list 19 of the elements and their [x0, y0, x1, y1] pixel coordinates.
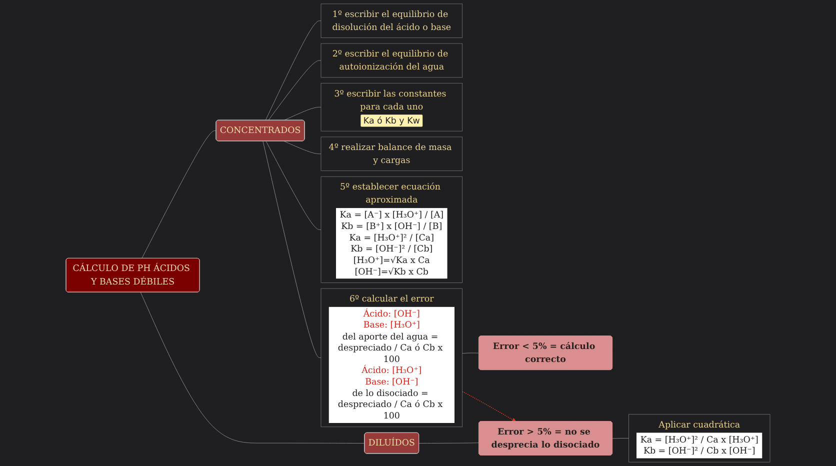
connector — [418, 442, 480, 444]
connector — [462, 352, 480, 354]
connector — [265, 20, 322, 121]
node-box: 5º establecer ecuación aproximada Ka = [A⁻] x [H₃O⁺] / [A] Kb = [B⁺] x [OH⁻] / [B] Ka = [H₃O⁺]² / [Ca] Kb = [OH⁻]² / [Cb] [H₃O⁺]=√Ka x Ca [OH⁻]=√Kb x Cb — [320, 176, 463, 283]
connector — [266, 140, 322, 230]
node-box: Aplicar cuadrática Ka = [H₃O⁺]² / Ca x [H₃O⁺] Kb = [OH⁻]² / Cb x [OH⁻] — [628, 414, 770, 462]
connector — [612, 438, 629, 439]
node-box: 6º calcular el error Ácido: [OH⁻] Base: [H₃O⁺] del aporte del agua = despreciado / Ca ó Cb x 100 Ácido: [H₃O⁺] Base: [OH⁻] de lo disociado = despreciado / Ca ó Cb x 100 — [320, 288, 463, 428]
connector — [284, 106, 322, 121]
node-box: 3º escribir las constantes para cada uno Ka ó Kb y Kw — [320, 82, 463, 132]
connector — [140, 292, 365, 444]
connector — [268, 60, 322, 121]
node-box: 1º escribir el equilibrio de disolución del ácido o base — [320, 4, 463, 38]
connector — [262, 140, 322, 358]
connector — [284, 140, 322, 154]
node-box: 4º realizar balance de masa y cargas — [320, 136, 463, 172]
connector — [142, 130, 216, 259]
arrow — [462, 391, 516, 422]
node-box: 2º escribir el equilibrio de autoionización del agua — [320, 43, 463, 78]
